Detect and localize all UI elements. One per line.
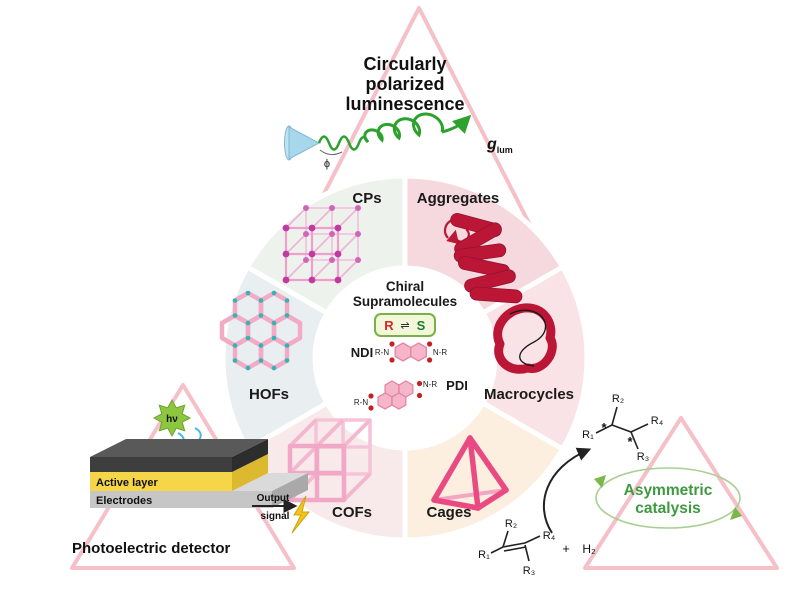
product-structure: R₂ R₄ R₁ R₃ * * bbox=[582, 393, 664, 463]
electrode-front-face bbox=[90, 491, 272, 508]
cps-icon bbox=[282, 205, 361, 284]
ndi-oxygens bbox=[389, 341, 433, 363]
reactant-r2: R₂ bbox=[505, 518, 517, 530]
product-r2: R₂ bbox=[612, 393, 624, 405]
chiral-star-1: * bbox=[601, 420, 607, 435]
s-enantiomer-label: S bbox=[417, 318, 426, 333]
wheel-center-content: Chiral Supramolecules R ⇌ S NDI R-N N-R … bbox=[351, 279, 468, 411]
hofs-nodes bbox=[232, 290, 290, 371]
pdi-nr-right: N-R bbox=[423, 380, 437, 389]
cps-connectors bbox=[285, 207, 359, 281]
signal-label: signal bbox=[261, 511, 290, 522]
active-side-face bbox=[232, 454, 268, 491]
macrocycle-thread bbox=[509, 309, 547, 367]
chiral-star-2: * bbox=[627, 434, 633, 449]
detector-caption: Photoelectric detector bbox=[72, 540, 231, 557]
macrocycle-ring bbox=[493, 303, 557, 374]
detector-section: hν Electrodes Active layer Output signal… bbox=[72, 398, 311, 557]
electrode-side-face bbox=[272, 473, 308, 508]
hv-label: hν bbox=[166, 414, 178, 425]
cycle-arrowhead-right bbox=[730, 507, 742, 520]
catalysis-label-line1: Asymmetric bbox=[624, 482, 713, 499]
r-enantiomer-label: R bbox=[384, 318, 394, 333]
glum-sub: lum bbox=[497, 145, 513, 155]
output-label: Output bbox=[257, 493, 290, 504]
segment-label-aggregates: Aggregates bbox=[417, 190, 500, 207]
aggregates-icon bbox=[443, 213, 523, 304]
segment-label-hofs: HOFs bbox=[249, 386, 289, 403]
hofs-icon bbox=[219, 290, 303, 371]
pdi-structure: N-R R-N bbox=[354, 380, 437, 411]
cps-front-nodes bbox=[282, 224, 342, 284]
active-layer-slab: Active layer bbox=[90, 454, 268, 491]
center-title-line1: Chiral bbox=[386, 279, 424, 294]
cpl-section: Circularly polarized luminescence ϕ glum bbox=[284, 54, 513, 170]
cage-hidden-edge bbox=[432, 488, 508, 502]
cycle-arrowhead-left bbox=[594, 475, 606, 488]
segment-label-cofs: COFs bbox=[332, 504, 372, 521]
helix-wave bbox=[363, 112, 444, 144]
reactant-r3: R₃ bbox=[523, 565, 535, 577]
center-title-line2: Supramolecules bbox=[353, 294, 457, 309]
helix-arrow-icon bbox=[443, 218, 470, 245]
top-slab-top-face bbox=[90, 439, 268, 457]
equilibrium-arrows: ⇌ bbox=[400, 320, 409, 332]
pdi-label: PDI bbox=[446, 378, 468, 393]
active-layer-label: Active layer bbox=[96, 477, 158, 489]
rs-chirality-box bbox=[374, 313, 436, 337]
reactant-bonds bbox=[490, 530, 541, 562]
phi-label: ϕ bbox=[324, 158, 330, 170]
product-bonds bbox=[595, 406, 649, 450]
product-r3: R₃ bbox=[637, 451, 649, 463]
triangle-bottom-right bbox=[583, 416, 779, 570]
reactant-structure: R₂ R₁ R₄ R₃ + H₂ bbox=[478, 518, 596, 577]
plus-sign: + bbox=[562, 541, 570, 556]
helix-arrow-tip bbox=[441, 114, 472, 134]
pdi-rn-left: R-N bbox=[354, 398, 368, 407]
cages-icon bbox=[431, 435, 509, 511]
ndi-rings bbox=[394, 342, 428, 362]
catalysis-label-line2: catalysis bbox=[635, 500, 701, 517]
catalysis-section: Asymmetric catalysis R₂ R₄ R₁ R₃ * * bbox=[478, 393, 742, 577]
glum-label: glum bbox=[486, 136, 513, 155]
ndi-nr-right: N-R bbox=[433, 348, 447, 357]
segment-label-macrocycles: Macrocycles bbox=[484, 386, 574, 403]
segment-labels: CPs Aggregates Macrocycles Cages COFs HO… bbox=[249, 190, 574, 521]
cpl-heading-line3: luminescence bbox=[345, 94, 464, 114]
pdi-rings bbox=[377, 380, 414, 410]
top-slab-front-face bbox=[90, 457, 232, 472]
prism-icon bbox=[288, 126, 321, 160]
segment-label-cages: Cages bbox=[426, 504, 471, 521]
pdi-oxygens bbox=[368, 380, 423, 411]
active-front-face bbox=[90, 472, 232, 491]
ndi-structure: R-N N-R bbox=[375, 341, 447, 363]
h2-label: H₂ bbox=[582, 542, 596, 556]
reaction-arrow bbox=[542, 447, 592, 534]
hv-starburst-icon bbox=[152, 398, 192, 438]
macrocycles-icon bbox=[493, 303, 557, 374]
top-slab-side-face bbox=[232, 439, 268, 472]
phi-angle-arc bbox=[319, 149, 343, 156]
product-r4: R₄ bbox=[651, 415, 664, 427]
sine-wave bbox=[317, 135, 370, 151]
ndi-label: NDI bbox=[351, 345, 373, 360]
product-r1: R₁ bbox=[582, 429, 594, 441]
cpl-heading-line1: Circularly bbox=[363, 54, 446, 74]
electrodes-label: Electrodes bbox=[96, 495, 152, 507]
segment-label-cps: CPs bbox=[352, 190, 381, 207]
cps-back-nodes bbox=[303, 205, 361, 263]
top-electrode-slab bbox=[90, 439, 268, 472]
ndi-rn-left: R-N bbox=[375, 348, 389, 357]
glum-g: g bbox=[486, 136, 497, 153]
catalysis-cycle-oval bbox=[595, 467, 741, 529]
aggregate-stack bbox=[450, 213, 523, 304]
reactant-r1: R₁ bbox=[478, 549, 490, 561]
cage-edges bbox=[431, 435, 509, 511]
cpl-heading-line2: polarized bbox=[365, 74, 444, 94]
lightning-bolt-icon bbox=[291, 495, 311, 534]
reactant-r4: R₄ bbox=[543, 530, 556, 542]
